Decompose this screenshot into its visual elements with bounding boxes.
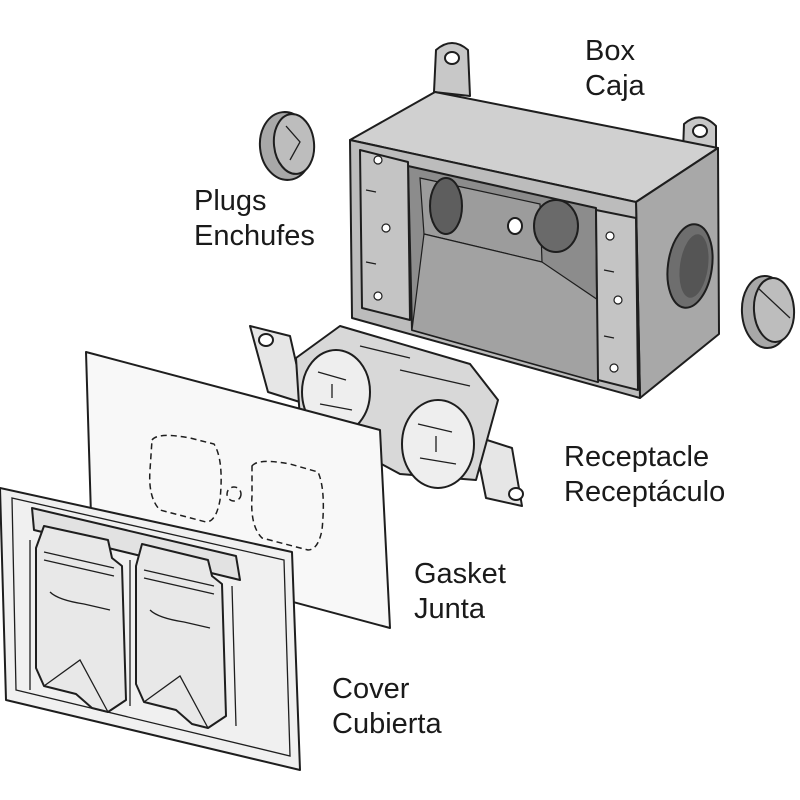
cover-lid-right	[135, 543, 227, 729]
box-mounting-ear-top	[433, 42, 471, 97]
plugs-label-es: Enchufes	[194, 220, 315, 252]
plugs-label-en: Plugs	[194, 185, 267, 217]
cover-label: Cover Cubierta	[332, 672, 442, 742]
plug-right	[740, 275, 796, 349]
cover-lid-left	[35, 525, 127, 713]
receptacle-label-es: Receptáculo	[564, 476, 726, 508]
box-label: Box Caja	[585, 34, 645, 104]
gasket-label-es: Junta	[414, 593, 485, 625]
gasket-label: Gasket Junta	[414, 557, 506, 627]
box-label-es: Caja	[585, 70, 645, 102]
receptacle-label-en: Receptacle	[564, 441, 710, 473]
cover-label-es: Cubierta	[332, 708, 442, 740]
box-label-en: Box	[585, 35, 635, 67]
receptacle-label: Receptacle Receptáculo	[564, 440, 725, 510]
plug-upper	[258, 111, 316, 181]
plugs-label: Plugs Enchufes	[194, 184, 315, 254]
cover-part	[0, 487, 301, 771]
cover-label-en: Cover	[332, 673, 410, 705]
gasket-label-en: Gasket	[414, 558, 506, 590]
box-part	[349, 42, 720, 399]
